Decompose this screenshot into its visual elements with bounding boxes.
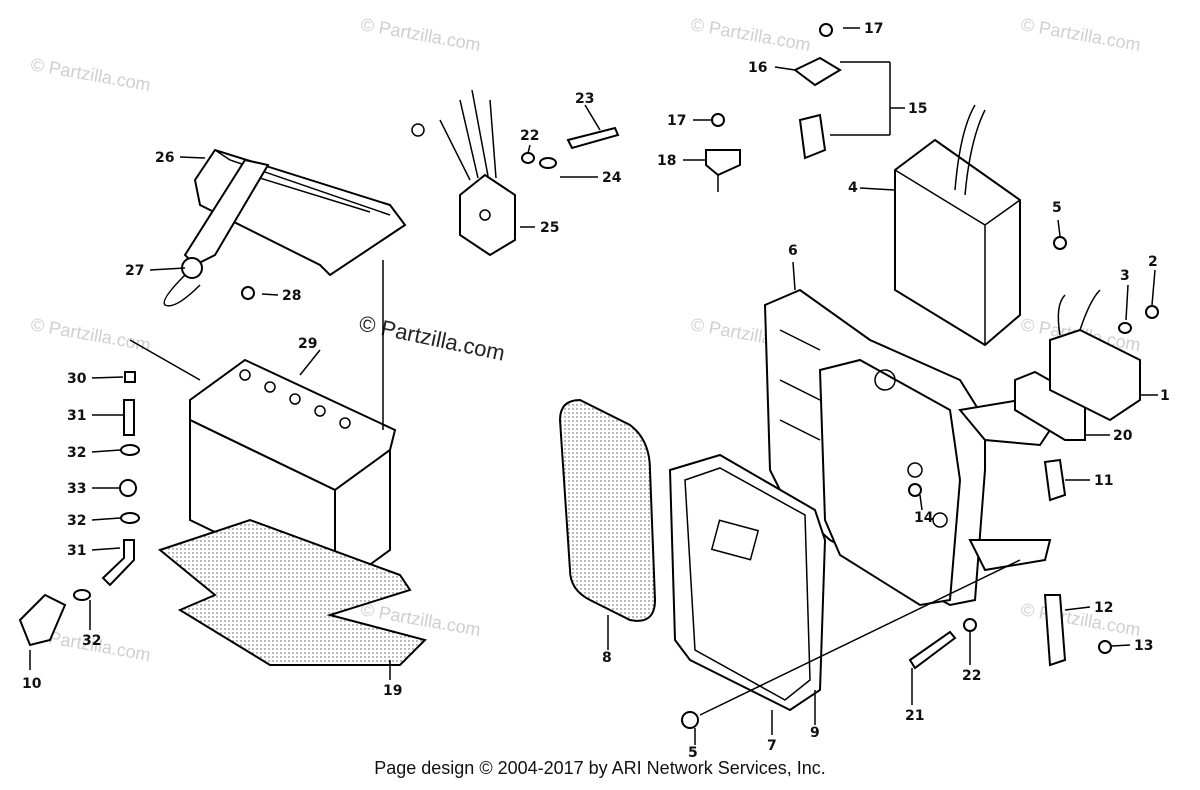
part-22: [963, 618, 977, 632]
small-fasteners: [18, 23, 1159, 729]
part-15: [798, 113, 827, 160]
watermark-main: © Partzilla.com: [357, 310, 507, 365]
cdi-unit-part-4: [894, 104, 1021, 347]
watermark: © Partzilla.com: [1019, 599, 1142, 640]
part-32: [73, 589, 91, 601]
part-21: [908, 630, 957, 670]
part-14: [908, 483, 922, 497]
callout-31: 31: [67, 543, 86, 559]
part-30: [124, 371, 136, 383]
callout-5: 5: [688, 745, 698, 761]
callout-28: 28: [282, 288, 301, 304]
part-17: [711, 113, 725, 127]
part-5: [681, 711, 699, 729]
callout-21: 21: [905, 708, 924, 724]
part-28: [241, 286, 255, 300]
part-33: [119, 479, 137, 497]
callout-24: 24: [602, 170, 622, 186]
callout-9: 9: [810, 725, 820, 741]
part-31: [123, 399, 135, 436]
callout-14: 14: [914, 510, 934, 526]
callout-32: 32: [67, 445, 86, 461]
part-12: [1043, 594, 1067, 667]
callout-4: 4: [848, 180, 858, 196]
part-23: [566, 126, 620, 150]
part-16: [793, 56, 842, 87]
callout-labels: 1 2 3 4 5 5 6 7 8 9 10 11 12 13 14 15 16…: [22, 21, 1170, 761]
callout-31: 31: [67, 408, 86, 424]
regulator-part-25: [411, 89, 516, 257]
callout-30: 30: [67, 371, 87, 387]
callout-33: 33: [67, 481, 86, 497]
callout-3: 3: [1120, 268, 1130, 284]
callout-7: 7: [767, 738, 777, 754]
part-2: [1145, 305, 1159, 319]
callout-5: 5: [1052, 200, 1062, 216]
callout-16: 16: [748, 60, 767, 76]
callout-11: 11: [1094, 473, 1113, 489]
part-13: [1098, 640, 1112, 654]
callout-22: 22: [520, 128, 539, 144]
part-18: [705, 149, 741, 177]
callout-8: 8: [602, 650, 612, 666]
part-32: [120, 444, 140, 456]
part-32: [120, 512, 140, 524]
callout-12: 12: [1094, 600, 1113, 616]
watermark: © Partzilla.com: [29, 314, 152, 355]
leader-lines: [29, 27, 1158, 745]
part-5: [1053, 236, 1067, 250]
part-22: [521, 152, 535, 164]
callout-1: 1: [1160, 388, 1170, 404]
callout-19: 19: [383, 683, 402, 699]
case-part-7: [668, 453, 827, 712]
watermark: © Partzilla.com: [29, 54, 152, 95]
callout-25: 25: [540, 220, 559, 236]
callout-32: 32: [67, 513, 86, 529]
part-10: [18, 593, 67, 647]
watermark: © Partzilla.com: [689, 14, 812, 55]
callout-17: 17: [667, 113, 686, 129]
callout-13: 13: [1134, 638, 1153, 654]
part-17: [819, 23, 833, 37]
callout-15: 15: [908, 101, 927, 117]
callout-26: 26: [155, 150, 174, 166]
callout-6: 6: [788, 243, 798, 259]
callout-23: 23: [575, 91, 594, 107]
callout-27: 27: [125, 263, 144, 279]
battery-strap-part-27: [163, 158, 270, 307]
watermark: © Partzilla.com: [359, 14, 482, 55]
callout-10: 10: [22, 676, 42, 692]
part-31-hose: [101, 539, 135, 587]
callout-32: 32: [82, 633, 101, 649]
part-11: [1043, 458, 1067, 502]
callout-18: 18: [657, 153, 676, 169]
part-3: [1118, 322, 1132, 334]
cover-part-8: [558, 398, 657, 622]
page-footer: Page design © 2004-2017 by ARI Network S…: [374, 758, 826, 778]
callout-17: 17: [864, 21, 883, 37]
part-24: [539, 157, 557, 169]
plate-part-20: [1014, 370, 1086, 441]
battery-mat-part-19: [157, 518, 427, 666]
callout-20: 20: [1113, 428, 1133, 444]
watermark: © Partzilla.com: [1019, 14, 1142, 55]
callout-2: 2: [1148, 254, 1158, 270]
callout-29: 29: [298, 336, 317, 352]
relay-part-1: [1049, 289, 1141, 422]
callout-22: 22: [962, 668, 981, 684]
